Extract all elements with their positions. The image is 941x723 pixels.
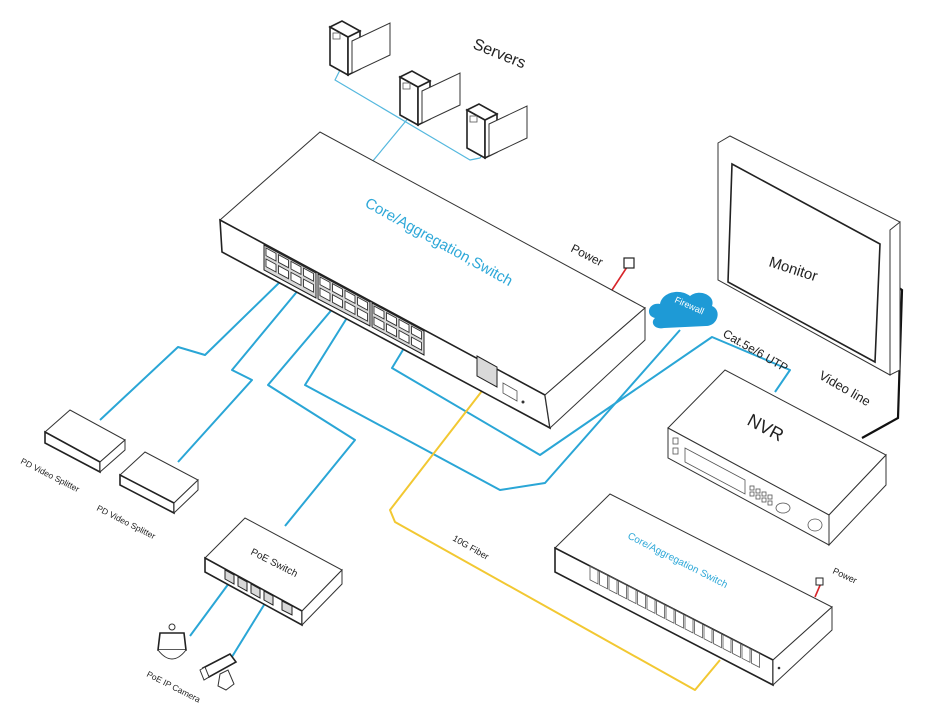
switch-port [741, 643, 751, 664]
core-switch: Core/Aggregation,Switch Power [219, 131, 646, 430]
rj45-port [344, 289, 356, 305]
switch-port [589, 565, 599, 585]
servers-group: Servers [328, 20, 528, 160]
cable-10g-fiber [389, 377, 721, 691]
rj45-port [386, 322, 397, 338]
switch-port [599, 570, 608, 590]
server-icon [398, 70, 461, 127]
bullet-camera-icon [199, 652, 238, 691]
switch-port [637, 589, 646, 610]
switch-port [703, 624, 713, 644]
pd-video-splitter-2: PD Video Splitter [95, 451, 199, 541]
rj45-port [265, 258, 277, 273]
power-2-label: Power [831, 566, 858, 586]
led-indicator [521, 400, 525, 404]
firewall-cloud-icon [648, 291, 718, 329]
switch-port [694, 619, 703, 639]
pd-video-splitter-1: PD Video Splitter [19, 409, 126, 494]
dome-camera-icon [157, 623, 187, 660]
rj45-port [290, 260, 302, 276]
rj45-port [319, 276, 331, 291]
monitor-edge [889, 220, 901, 376]
rj45-port [332, 282, 343, 298]
nvr: NVR [667, 369, 887, 547]
rj45-port [303, 278, 314, 293]
nvr-knob [775, 502, 791, 514]
firewall: Firewall [648, 291, 718, 329]
core-switch-2-ports [589, 565, 760, 668]
server-icon [465, 103, 528, 160]
switch-port [656, 599, 665, 619]
rj45-port [373, 305, 385, 320]
rj45-port [411, 336, 422, 351]
cable-nvr-utp [391, 334, 791, 456]
led-indicator [777, 666, 781, 670]
switch-port [608, 575, 618, 595]
poe-switch-side [301, 568, 343, 627]
rj45-port [265, 247, 277, 262]
rj45-port [278, 253, 289, 269]
splitter-1-label: PD Video Splitter [19, 456, 81, 494]
nvr-jog-dial [807, 518, 823, 532]
rj45-port [303, 267, 314, 282]
nvr-side [828, 453, 887, 547]
rj45-port [332, 293, 343, 309]
cable-lower-loop [304, 304, 681, 491]
video-line-label: Video line [817, 368, 874, 409]
switch-port [618, 580, 627, 600]
core-switch-2-side [772, 605, 833, 687]
server-icon [328, 20, 391, 77]
switch-port [665, 604, 675, 624]
rj45-port [386, 311, 397, 327]
switch-port [627, 584, 637, 605]
nvr-button [672, 437, 679, 445]
switch-port [751, 648, 760, 668]
cable-splitter-2 [177, 287, 301, 463]
power-label: Power [569, 241, 606, 269]
rj45-port [344, 300, 356, 316]
cable-splitter-1 [99, 277, 285, 421]
switch-port [713, 629, 722, 649]
switch-port [675, 609, 684, 629]
rj45-port [357, 307, 368, 322]
power-socket-icon [623, 257, 635, 269]
rj45-port [373, 316, 385, 331]
rj45-port [357, 296, 368, 311]
nvr-keypad [749, 485, 773, 506]
nvr-disc-tray [684, 447, 746, 495]
monitor: Monitor [717, 135, 901, 376]
rj45-port [398, 329, 410, 345]
console-port [502, 382, 518, 402]
poe-switch: PoE Switch [204, 517, 343, 627]
cable-poe-switch [267, 299, 356, 527]
poe-switch-ports [224, 569, 293, 616]
switch-port [684, 614, 694, 634]
monitor-screen [727, 162, 881, 364]
switch-port [722, 633, 732, 654]
rj45-port [411, 325, 422, 340]
rj45-port [398, 318, 410, 334]
rj45-port [278, 264, 289, 280]
nvr-button [672, 447, 679, 455]
ports [265, 247, 422, 351]
servers-label: Servers [471, 36, 528, 72]
splitter-2-label: PD Video Splitter [95, 503, 157, 541]
power-socket-icon [815, 577, 824, 586]
sfp-ports [476, 355, 498, 388]
core-switch-side [544, 306, 646, 430]
rj45-port [290, 271, 302, 287]
rj45-port [319, 287, 331, 302]
poe-camera-label: PoE IP Camera [145, 669, 202, 705]
switch-port [732, 638, 741, 659]
port-group [263, 244, 425, 356]
switch-port [646, 594, 656, 615]
cat-utp-label: Cat.5e/6 UTP [721, 326, 791, 374]
cable-server-2 [371, 115, 411, 163]
